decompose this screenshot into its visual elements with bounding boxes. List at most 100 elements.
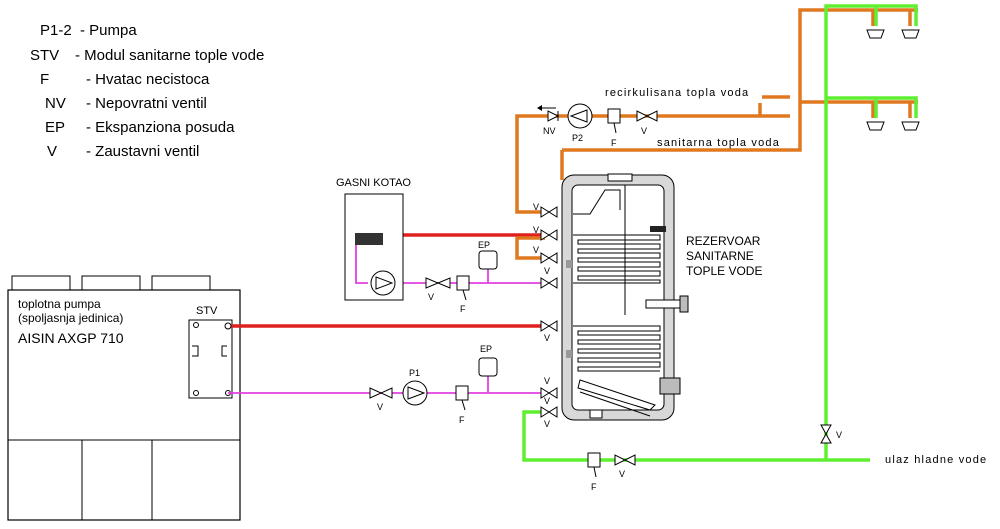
- check-valve-icon: [547, 110, 560, 122]
- dhw-storage-tank: [561, 173, 689, 421]
- expansion-tank-icon: [478, 357, 498, 377]
- valve-label: V: [544, 266, 550, 276]
- valve-label: V: [533, 225, 539, 235]
- tank-inner: [571, 184, 665, 411]
- valve-label: V: [377, 402, 383, 412]
- stv-port: [193, 322, 199, 328]
- legend-desc: - Zaustavni ventil: [86, 143, 199, 160]
- fan-cover: [81, 275, 141, 291]
- outlet-fixtures: [866, 29, 920, 131]
- valve-icon: [645, 110, 658, 122]
- dhw-dip-tube: [573, 189, 621, 215]
- filter-label: F: [611, 138, 617, 148]
- tank-label: SANITARNE: [686, 249, 754, 263]
- drain-port: [589, 409, 603, 419]
- valve-label: V: [544, 333, 550, 343]
- check-valve-label: NV: [543, 126, 556, 136]
- fan-cover: [151, 275, 211, 291]
- heat-pump-sublabel: (spoljasnja jedinica): [18, 311, 123, 325]
- cold-water-pipes: [522, 4, 918, 462]
- shower-head-icon: [866, 121, 885, 131]
- stv-port: [224, 322, 232, 330]
- hot-supply-pipes: [228, 233, 545, 328]
- filter-drain: [593, 466, 597, 478]
- port-stub: [566, 260, 572, 268]
- sanitary-label: sanitarna topla voda: [657, 137, 780, 149]
- valve-icon: [614, 454, 627, 466]
- boiler-title: GASNI KOTAO: [336, 177, 411, 189]
- valve-label: V: [544, 419, 550, 429]
- flow-arrow-head: [537, 105, 542, 111]
- stv-label: STV: [196, 305, 218, 317]
- expansion-label: EP: [478, 240, 490, 250]
- tank-label: REZERVOAR: [686, 234, 761, 248]
- sensor-pocket: [650, 226, 666, 232]
- legend-key: F: [40, 71, 49, 88]
- filter-label: F: [459, 415, 465, 425]
- legend-key: STV: [30, 47, 59, 64]
- stv-module: [188, 319, 233, 399]
- electric-heater-port: [645, 299, 681, 309]
- legend: P1-2 - Pumpa STV - Modul sanitarne tople…: [30, 22, 264, 160]
- valve-icon: [379, 387, 393, 399]
- valve-icon: [636, 110, 649, 122]
- filter-label: F: [591, 482, 597, 492]
- filter-icon: [607, 108, 621, 124]
- upper-heat-coil: [573, 234, 661, 284]
- valve-icon: [425, 277, 440, 289]
- filter-drain: [613, 122, 617, 134]
- legend-desc: - Ekspanziona posuda: [86, 119, 235, 136]
- filter-drain: [461, 399, 466, 411]
- valve-label: V: [836, 430, 842, 440]
- expansion-tank-icon: [478, 250, 498, 270]
- cold-inlet-label: ulaz hladne vode: [885, 454, 987, 466]
- heat-pump-unit: toplotna pumpa (spoljasnja jedinica) AIS…: [7, 275, 241, 521]
- filter-label: F: [460, 304, 466, 314]
- valve-label: V: [544, 396, 550, 406]
- valve-icon: [820, 432, 832, 444]
- pump-label: P2: [572, 133, 583, 143]
- valve-label: V: [619, 469, 625, 479]
- recirc-label: recirkulisana topla voda: [605, 87, 749, 99]
- legend-key: NV: [45, 95, 66, 112]
- heater-head: [679, 295, 689, 313]
- lower-heat-coil: [573, 325, 661, 417]
- port-stub: [566, 350, 572, 358]
- filter-icon: [455, 385, 469, 401]
- valve-label: V: [533, 202, 539, 212]
- legend-key: P1-2: [40, 22, 72, 39]
- stv-brackets: [192, 345, 227, 357]
- tank-label: TOPLE VODE: [686, 264, 762, 278]
- inspection-flange: [659, 377, 681, 395]
- legend-key: V: [47, 143, 57, 160]
- legend-desc: - Hvatac necistoca: [86, 71, 210, 88]
- legend-desc: - Pumpa: [80, 22, 137, 39]
- return-pipe: [355, 245, 368, 284]
- filter-icon: [456, 275, 470, 291]
- valve-icon: [820, 424, 832, 436]
- legend-desc: - Nepovratni ventil: [86, 95, 207, 112]
- valve-label: V: [544, 376, 550, 386]
- shower-head-icon: [901, 29, 920, 39]
- valve-icon: [436, 277, 451, 289]
- pump-label: P1: [409, 368, 420, 378]
- fan-cover: [11, 275, 71, 291]
- pump-arrow: [569, 109, 588, 123]
- valve-icon: [369, 387, 383, 399]
- valve-label: V: [641, 126, 647, 136]
- filter-drain: [462, 289, 467, 301]
- heat-pump-model: AISIN AXGP 710: [18, 330, 124, 346]
- pump-arrow: [407, 386, 426, 400]
- filter-icon: [587, 452, 601, 468]
- legend-desc: - Modul sanitarne tople vode: [75, 47, 264, 64]
- gas-boiler: GASNI KOTAO: [336, 177, 411, 301]
- shower-head-icon: [866, 29, 885, 39]
- heat-exchanger: [355, 233, 383, 245]
- tank-port-valve-labels: V V V V V V V V: [533, 202, 550, 429]
- valve-icon: [623, 454, 636, 466]
- shower-head-icon: [901, 121, 920, 131]
- pump-arrow: [375, 276, 394, 290]
- heat-pump-label: toplotna pumpa: [18, 297, 101, 311]
